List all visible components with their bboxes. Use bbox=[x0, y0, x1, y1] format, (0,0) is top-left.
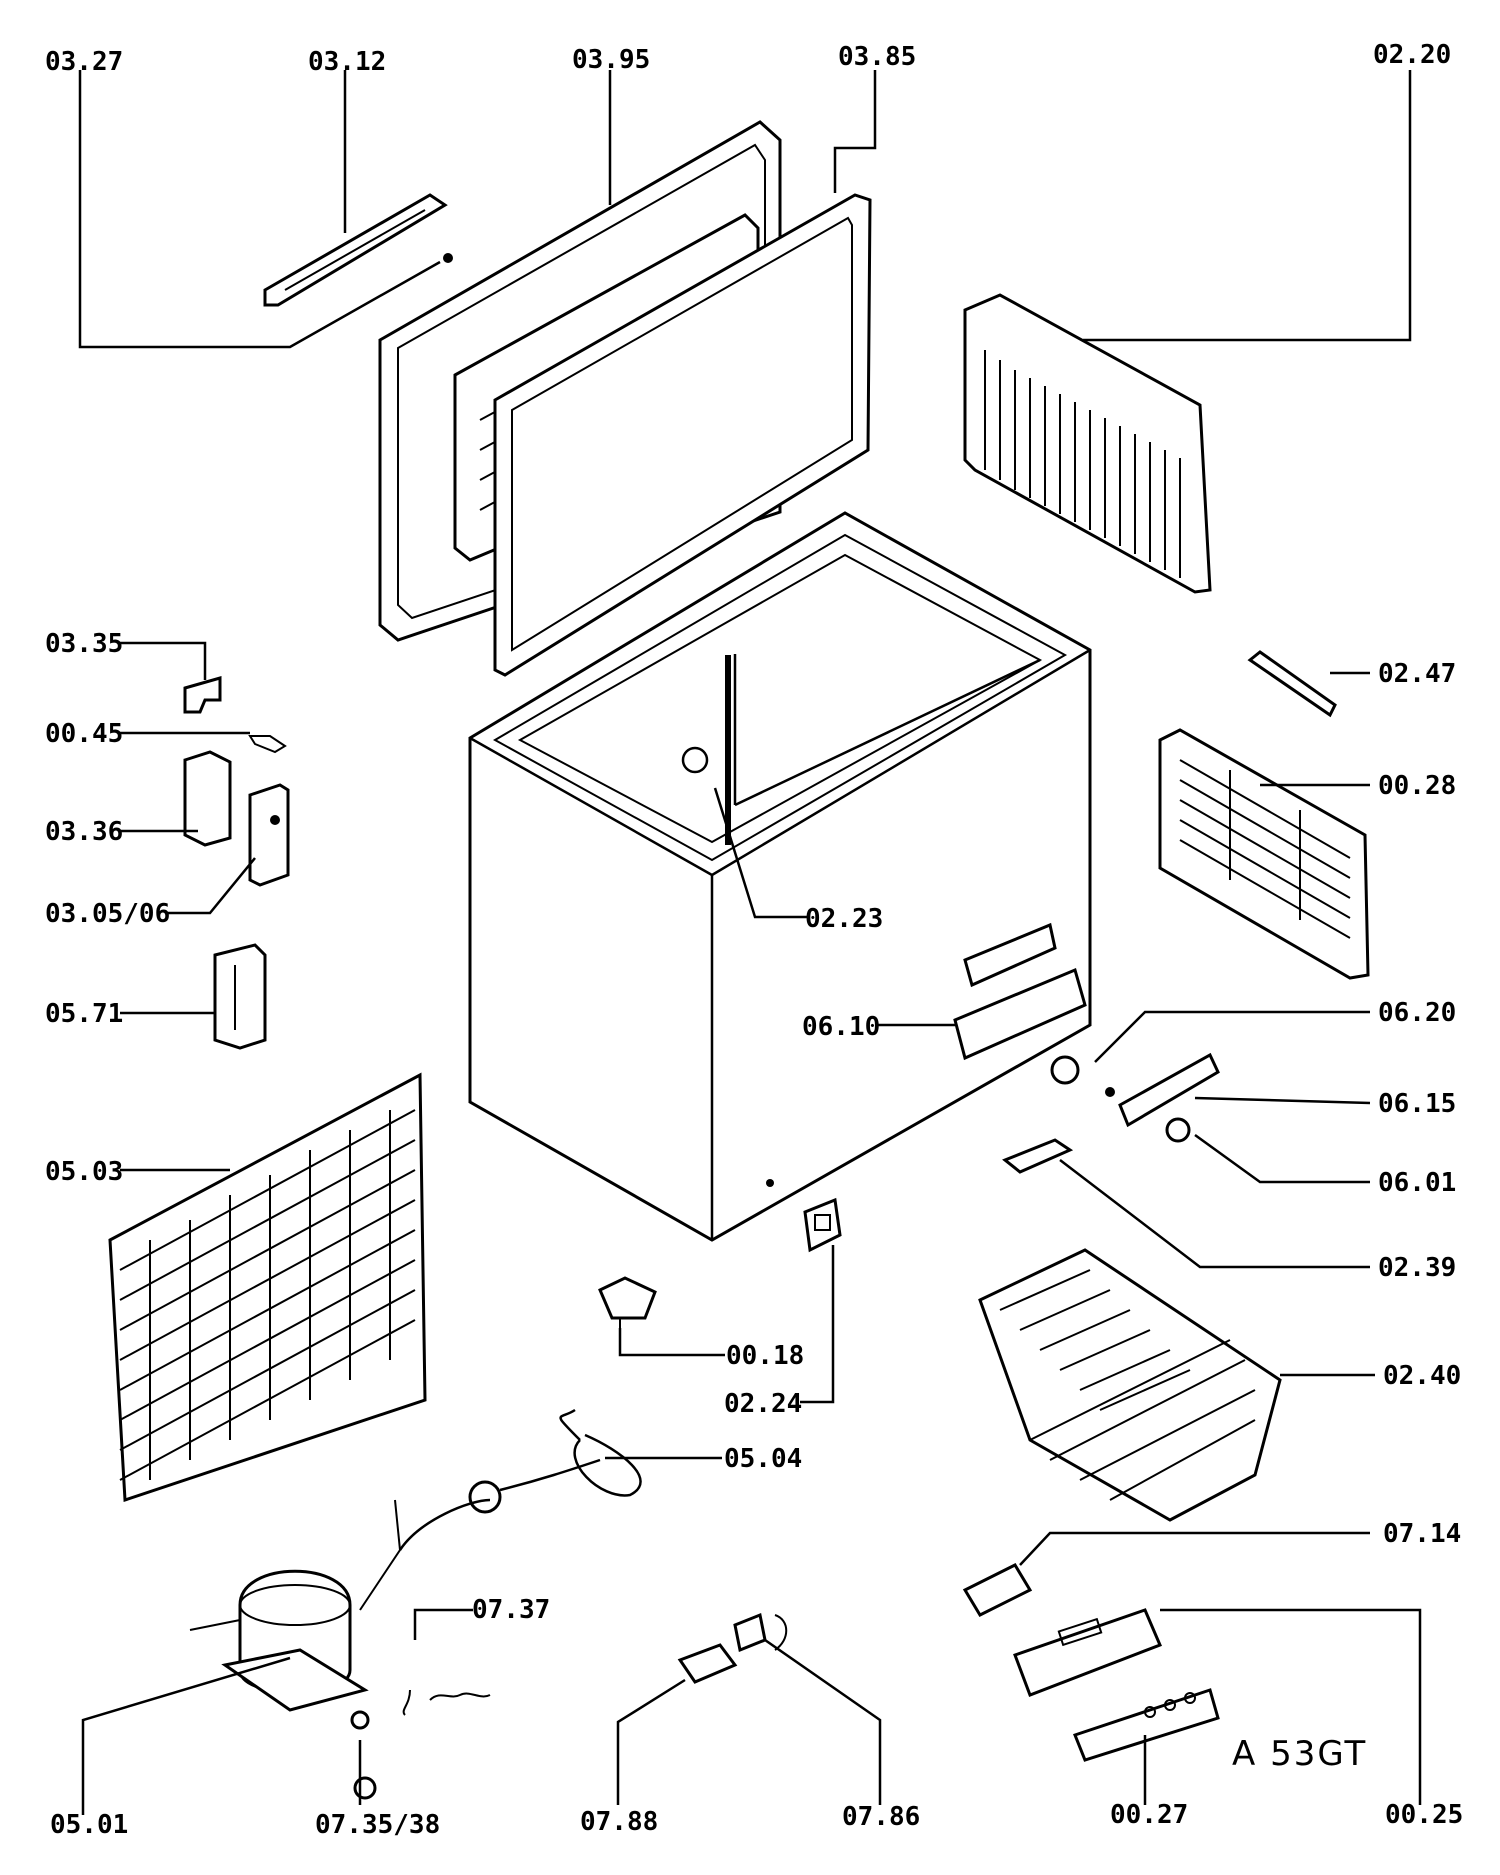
lamp-holder-part bbox=[1002, 1138, 1074, 1174]
control-panel-part bbox=[1013, 1608, 1162, 1697]
callout-00-25: 00.25 bbox=[1385, 1800, 1463, 1830]
callout-07-86: 07.86 bbox=[842, 1802, 920, 1832]
drain-plug-part bbox=[803, 1197, 842, 1253]
compressor-part bbox=[189, 1499, 402, 1712]
hinge-bar-part bbox=[263, 193, 448, 307]
callout-02-39: 02.39 bbox=[1378, 1253, 1456, 1283]
callout-00-28: 00.28 bbox=[1378, 771, 1456, 801]
callout-02-20: 02.20 bbox=[1373, 40, 1451, 70]
callout-06-10: 06.10 bbox=[802, 1012, 880, 1042]
back-grille-part bbox=[1158, 728, 1370, 980]
label-plate-part bbox=[1073, 1688, 1220, 1762]
sensor-part bbox=[598, 1276, 657, 1335]
leader-lines bbox=[78, 70, 1422, 1815]
plug-part bbox=[677, 1612, 788, 1684]
handle-cover-part bbox=[953, 922, 1087, 1061]
relay-part bbox=[350, 1689, 491, 1730]
callout-05-01: 05.01 bbox=[50, 1810, 128, 1840]
callout-07-88: 07.88 bbox=[580, 1807, 658, 1837]
basket-part bbox=[978, 1248, 1282, 1522]
callout-02-24: 02.24 bbox=[724, 1389, 802, 1419]
thermostat-bracket-part bbox=[1118, 1052, 1220, 1128]
clip-part bbox=[1247, 650, 1337, 718]
callout-00-18: 00.18 bbox=[726, 1341, 804, 1371]
callout-06-20: 06.20 bbox=[1378, 998, 1456, 1028]
starter-relay-part bbox=[353, 1776, 377, 1800]
callout-03-35: 03.35 bbox=[45, 629, 123, 659]
callout-07-37: 07.37 bbox=[472, 1595, 550, 1625]
tube-part bbox=[398, 1408, 642, 1551]
callout-06-15: 06.15 bbox=[1378, 1089, 1456, 1119]
callout-03-36: 03.36 bbox=[45, 817, 123, 847]
hinge-part bbox=[248, 783, 290, 887]
callout-02-47: 02.47 bbox=[1378, 659, 1456, 689]
bracket-part bbox=[183, 676, 222, 714]
hinge-cover-part bbox=[183, 750, 232, 847]
condenser-coil-part bbox=[108, 1072, 427, 1503]
callout-06-01: 06.01 bbox=[1378, 1168, 1456, 1198]
condenser-cover-part bbox=[963, 293, 1212, 594]
callout-03-85: 03.85 bbox=[838, 42, 916, 72]
screw-part bbox=[248, 735, 287, 754]
thermostat-part bbox=[1050, 1055, 1080, 1085]
callout-07-35-38: 07.35/38 bbox=[315, 1810, 440, 1840]
knob-part bbox=[1165, 1117, 1191, 1143]
callout-05-03: 05.03 bbox=[45, 1157, 123, 1187]
freezer-cabinet-part bbox=[468, 511, 1092, 1242]
callout-00-45: 00.45 bbox=[45, 719, 123, 749]
callout-03-95: 03.95 bbox=[572, 45, 650, 75]
callout-labels: 03.27 03.12 03.95 03.85 02.20 03.35 00.4… bbox=[45, 40, 1463, 1840]
callout-03-05-06: 03.05/06 bbox=[45, 899, 170, 929]
callout-00-27: 00.27 bbox=[1110, 1800, 1188, 1830]
callout-03-27: 03.27 bbox=[45, 47, 123, 77]
lamp-part bbox=[962, 1563, 1033, 1617]
callout-05-71: 05.71 bbox=[45, 999, 123, 1029]
gasket-part bbox=[493, 193, 872, 677]
callout-05-04: 05.04 bbox=[724, 1444, 802, 1474]
handle-bracket-part bbox=[213, 943, 267, 1050]
callout-02-23: 02.23 bbox=[805, 904, 883, 934]
callout-07-14: 07.14 bbox=[1383, 1519, 1461, 1549]
callout-02-40: 02.40 bbox=[1383, 1361, 1461, 1391]
callout-03-12: 03.12 bbox=[308, 47, 386, 77]
model-code: A 53GT bbox=[1232, 1734, 1367, 1774]
